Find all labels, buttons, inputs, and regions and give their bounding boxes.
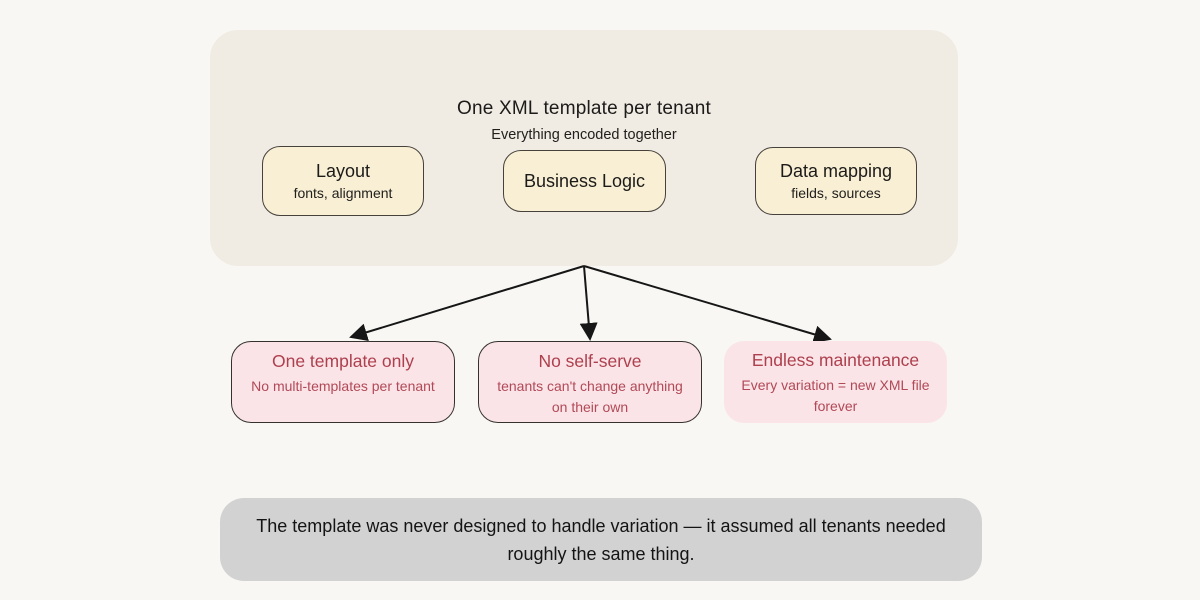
component-box-layout: Layout fonts, alignment [262,146,424,216]
consequence-title: No self-serve [538,351,642,371]
component-box-data-mapping: Data mapping fields, sources [755,147,917,215]
summary-text: The template was never designed to handl… [256,515,946,564]
consequence-title: Endless maintenance [751,350,920,370]
component-subtitle: fields, sources [791,185,881,201]
consequence-title: One template only [271,351,415,371]
component-box-business-logic: Business Logic [503,150,666,212]
arrow-middle-icon [579,265,598,341]
component-subtitle: fonts, alignment [293,185,393,201]
consequence-subtitle: Every variation = new XML file forever [741,376,930,415]
panel-title: One XML template per tenant [457,98,711,119]
xml-template-panel: One XML template per tenant Everything e… [210,30,958,266]
summary-note: The template was never designed to handl… [220,498,982,581]
arrow-left-icon [349,265,585,341]
arrow-right-icon [583,265,832,344]
component-title: Data mapping [779,160,893,181]
component-title: Layout [315,160,371,181]
consequence-subtitle: No multi-templates per tenant [251,377,435,394]
consequence-subtitle: tenants can't change anything on their o… [497,377,683,416]
consequence-box-one-template: One template only No multi-templates per… [231,341,455,423]
component-title: Business Logic [523,170,646,191]
consequence-box-no-self-serve: No self-serve tenants can't change anyth… [478,341,702,423]
consequence-box-endless-maintenance: Endless maintenance Every variation = ne… [724,341,947,423]
panel-subtitle: Everything encoded together [491,127,677,143]
